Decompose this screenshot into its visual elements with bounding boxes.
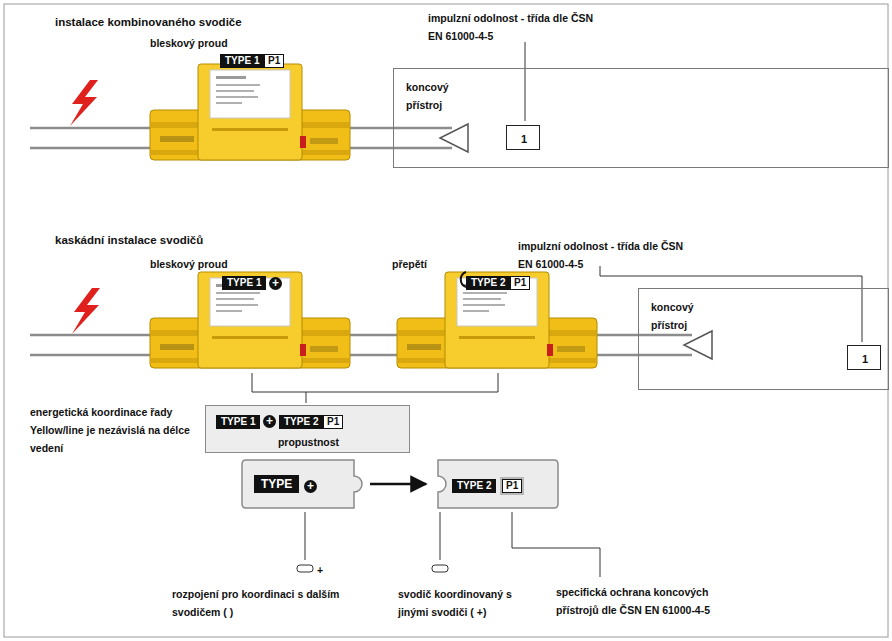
text-holder: P1 — [323, 411, 343, 429]
text-holder: TYPE 1 — [220, 50, 264, 68]
surge-arrester — [397, 272, 597, 368]
callout-label: bleskový proud — [150, 258, 228, 270]
puzzle-outline — [242, 460, 362, 508]
text-holder: instalace kombinovaného svodiče — [55, 12, 242, 30]
type-badge: TYPE 1 — [222, 276, 266, 290]
end-device-box: koncový přístroj 1 — [393, 68, 889, 168]
device-input-symbol — [440, 124, 468, 152]
text-holder: TYPE 2 — [466, 272, 510, 290]
surge-arrester — [150, 64, 350, 160]
class-box: 1 — [847, 345, 881, 370]
device-input-symbol — [684, 331, 712, 359]
callout-label: impulzní odolnost - třída dle ČSN EN 610… — [428, 12, 593, 42]
node-text: 1 — [521, 133, 527, 145]
surge-arrester — [150, 272, 350, 368]
class-badge: P1 — [323, 415, 343, 429]
text-holder: impulzní odolnost - třída dle ČSN EN 610… — [428, 8, 596, 44]
text-holder: 1 — [862, 349, 868, 367]
section-heading: kaskádní instalace svodičů — [55, 234, 203, 246]
class-badge: P1 — [510, 276, 530, 290]
type-badge: TYPE 1 — [216, 415, 260, 429]
text-holder: koncový přístroj — [406, 77, 470, 113]
plug-icon — [432, 565, 448, 572]
text-holder: TYPE 2 — [452, 475, 496, 493]
text-holder: koncový přístroj — [651, 297, 715, 333]
type-badge: TYPE 2 — [279, 415, 323, 429]
callout-label: bleskový proud — [150, 37, 228, 49]
type-badge: TYPE 2 — [466, 276, 510, 290]
puzzle-piece: TYPE + — [240, 458, 368, 510]
frame — [4, 4, 888, 637]
end-device-box: koncový přístroj 1 — [638, 288, 889, 390]
plus-symbol: + — [304, 480, 317, 493]
text-holder: propustnost — [278, 432, 339, 450]
callout-label: impulzní odolnost - třída dle ČSN EN 610… — [518, 240, 683, 270]
plus-symbol: + — [317, 564, 323, 576]
text-holder: TYPE 1 — [216, 411, 260, 429]
type-badge: TYPE — [254, 475, 299, 493]
plug-icon — [297, 565, 313, 572]
section-heading: instalace kombinovaného svodiče — [55, 16, 242, 28]
puzzle-piece: TYPE 2 P1 — [428, 458, 560, 510]
class-box: 1 — [506, 125, 540, 150]
note-text: svodič koordinovaný s jinými svodiči ( +… — [398, 588, 512, 618]
callout-label: přepětí — [392, 258, 427, 270]
node-text: propustnost — [278, 436, 339, 448]
note-text: specifická ochrana koncových přístrojů d… — [556, 586, 710, 616]
text-holder: energetická koordinace řady Yellow/line … — [30, 402, 198, 456]
text-holder: přepětí — [392, 254, 427, 272]
text-holder: kaskádní instalace svodičů — [55, 230, 203, 248]
type-badge: TYPE 1 — [220, 54, 264, 68]
puzzle-outline — [438, 460, 558, 508]
note-text: rozpojení pro koordinaci s dalším svodič… — [172, 588, 339, 618]
text-holder: P1 — [264, 50, 284, 68]
node-text: koncový přístroj — [651, 301, 694, 331]
text-holder: P1 — [502, 475, 522, 493]
text-holder: TYPE 2 — [279, 411, 323, 429]
text-holder: + — [317, 560, 323, 578]
node-text: koncový přístroj — [406, 81, 449, 111]
plus-symbol: + — [263, 415, 276, 428]
note-text: energetická koordinace řady Yellow/line … — [30, 406, 190, 454]
text-holder: impulzní odolnost - třída dle ČSN EN 610… — [518, 236, 686, 272]
text-holder: bleskový proud — [150, 254, 228, 272]
text-holder: + — [263, 411, 276, 429]
text-holder: specifická ochrana koncových přístrojů d… — [556, 582, 731, 618]
text-holder: TYPE 1 — [222, 272, 266, 290]
class-badge: P1 — [264, 54, 284, 68]
lightning-bolt — [72, 288, 100, 334]
type-badge: TYPE 2 — [452, 479, 496, 493]
coordination-box: TYPE 1+TYPE 2P1 propustnost — [205, 405, 410, 453]
text-holder: + — [304, 476, 317, 494]
class-badge: P1 — [502, 479, 522, 493]
text-holder: bleskový proud — [150, 33, 228, 51]
text-holder: P1 — [510, 272, 530, 290]
plus-symbol: + — [269, 277, 282, 290]
text-holder: rozpojení pro koordinaci s dalším svodič… — [172, 584, 340, 620]
node-text: 1 — [862, 353, 868, 365]
lightning-bolt — [70, 80, 98, 126]
coordination-arrow — [370, 483, 426, 486]
text-holder: + — [269, 273, 282, 291]
text-holder: TYPE — [254, 474, 299, 493]
text-holder: svodič koordinovaný s jinými svodiči ( +… — [398, 584, 530, 620]
text-holder: 1 — [521, 129, 527, 147]
